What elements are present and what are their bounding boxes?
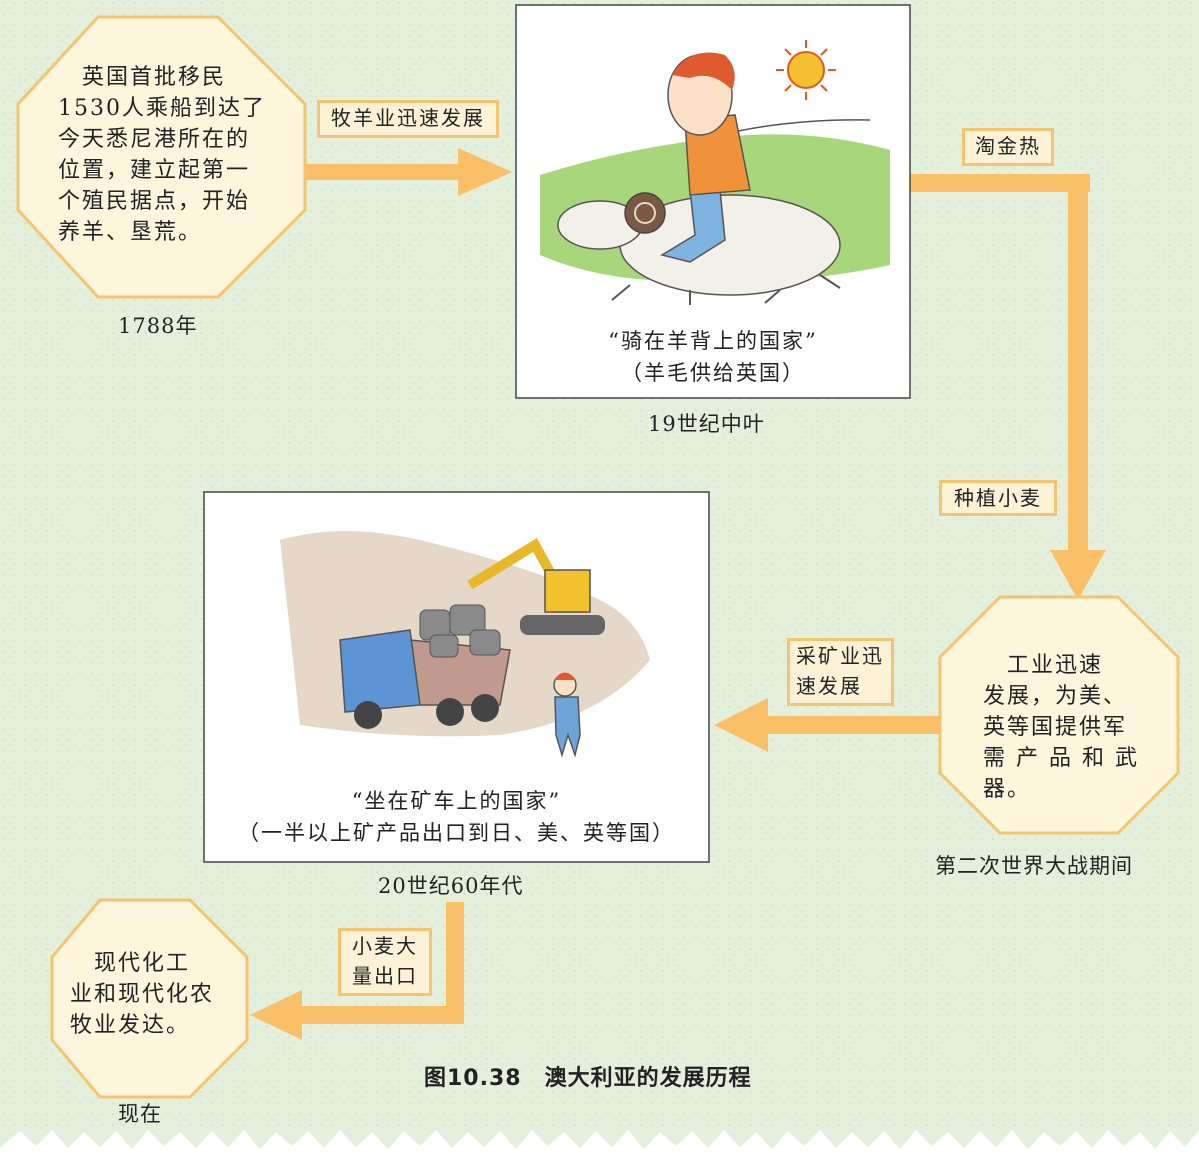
era-19c: 19世纪中叶 bbox=[648, 412, 765, 436]
octagon-ww2 bbox=[938, 595, 1180, 835]
caption-1960: “坐在矿车上的国家” （一半以上矿产品出口到日、美、英等国） bbox=[204, 785, 709, 849]
era-1960: 20世纪60年代 bbox=[378, 874, 524, 898]
octagon-1788 bbox=[16, 15, 307, 299]
edge-label-wheat-export: 小麦大 量出口 bbox=[338, 928, 432, 996]
rider-hair bbox=[672, 52, 735, 90]
edge-label-wheat-planting: 种植小麦 bbox=[939, 480, 1057, 516]
figure-caption: 图10.38 澳大利亚的发展历程 bbox=[424, 1066, 752, 1091]
sheep-cartoon bbox=[540, 40, 890, 305]
arrow-ww2-to-1960-shaft bbox=[760, 716, 942, 734]
era-ww2: 第二次世界大战期间 bbox=[935, 854, 1133, 878]
edge-label-gold-rush: 淘金热 bbox=[962, 128, 1054, 166]
caption-1960-line: “坐在矿车上的国家” bbox=[351, 789, 562, 813]
node-now-line: 牧业发达。 bbox=[70, 1013, 191, 1038]
arrow-1788-to-19c-head bbox=[458, 148, 512, 196]
node-1788-line: 个殖民据点，开始 bbox=[58, 189, 251, 214]
era-now: 现在 bbox=[118, 1102, 162, 1126]
edge-label-line: 量出口 bbox=[352, 964, 418, 988]
node-ww2-line: 工业迅速 bbox=[983, 653, 1104, 678]
node-now-line: 现代化工 bbox=[70, 951, 191, 976]
worker-body bbox=[554, 696, 581, 758]
era-1788: 1788年 bbox=[118, 314, 198, 338]
edge-label-line: 小麦大 bbox=[352, 934, 418, 958]
arrow-ww2-to-1960-head bbox=[714, 698, 768, 752]
caption-19c: “骑在羊背上的国家” （羊毛供给英国） bbox=[516, 325, 910, 389]
node-now-line: 业和现代化农 bbox=[70, 982, 215, 1007]
arrow-1788-to-19c-shaft bbox=[305, 164, 465, 180]
arrow-19c-to-ww2-shaft-v bbox=[1068, 174, 1088, 554]
edge-label-line: 采矿业迅 bbox=[796, 644, 884, 668]
arrow-1960-to-now-shaft-v bbox=[446, 902, 464, 1022]
edge-label-line: 速发展 bbox=[796, 674, 862, 698]
node-1788-line: 位置，建立起第一 bbox=[58, 158, 251, 183]
node-1788-line: 今天悉尼港所在的 bbox=[58, 127, 251, 152]
node-1788-line: 养羊、垦荒。 bbox=[58, 220, 203, 245]
truck-cab bbox=[339, 629, 421, 713]
edge-label-mining: 采矿业迅 速发展 bbox=[787, 638, 894, 706]
arrow-1960-to-now-head bbox=[250, 990, 302, 1040]
ram-horn bbox=[624, 192, 666, 234]
node-ww2-text: 工业迅速 发展，为美、 英等国提供军 需 产 品 和 武 器。 bbox=[983, 650, 1158, 805]
excavator-cab bbox=[544, 569, 591, 613]
mining-cartoon bbox=[280, 531, 650, 758]
node-1788-line: 英国首批移民 bbox=[58, 65, 227, 90]
node-ww2-line: 器。 bbox=[983, 777, 1032, 802]
node-1788-line: 1530人乘船到达了 bbox=[58, 96, 266, 121]
edge-label-line: 种植小麦 bbox=[954, 486, 1042, 510]
node-1788-text: 英国首批移民 1530人乘船到达了 今天悉尼港所在的 位置，建立起第一 个殖民据… bbox=[58, 62, 288, 248]
arrow-19c-to-ww2-head bbox=[1050, 550, 1106, 600]
octagon-now bbox=[50, 898, 249, 1099]
caption-19c-line: （羊毛供给英国） bbox=[621, 361, 805, 385]
edge-label-line: 牧羊业迅速发展 bbox=[331, 106, 485, 130]
arrow-19c-to-ww2-shaft-h bbox=[910, 174, 1090, 192]
sun bbox=[787, 51, 825, 89]
arrows bbox=[250, 148, 1106, 1040]
arrow-1960-to-now-shaft-h bbox=[300, 1006, 464, 1024]
edge-label-sheep-farming: 牧羊业迅速发展 bbox=[317, 100, 499, 138]
caption-19c-line: “骑在羊背上的国家” bbox=[608, 329, 818, 353]
edge-label-line: 淘金热 bbox=[975, 134, 1041, 158]
node-now-text: 现代化工 业和现代化农 牧业发达。 bbox=[70, 948, 240, 1041]
node-ww2-line: 英等国提供军 bbox=[983, 715, 1128, 740]
node-ww2-line: 发展，为美、 bbox=[983, 684, 1128, 709]
caption-1960-line: （一半以上矿产品出口到日、美、英等国） bbox=[238, 821, 675, 845]
node-ww2-line: 需 产 品 和 武 bbox=[983, 746, 1139, 771]
